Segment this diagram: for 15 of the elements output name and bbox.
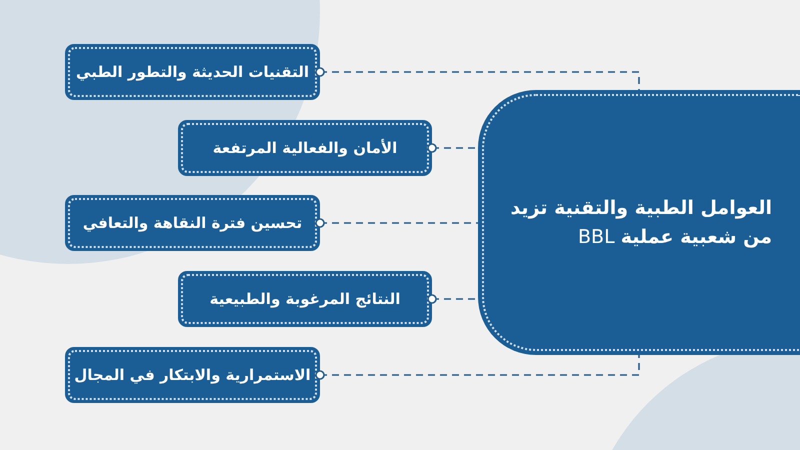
connector (315, 355, 640, 380)
item-label: النتائج المرغوبة والطبيعية (210, 290, 400, 308)
item-label: تحسين فترة النقاهة والتعافي (82, 214, 302, 232)
connector (315, 67, 640, 90)
topic-box (178, 120, 432, 176)
central-box (478, 90, 800, 355)
topic-box (65, 44, 320, 100)
item-label: التقنيات الحديثة والتطور الطبي (76, 63, 309, 81)
topic-box (65, 195, 320, 251)
topic-box (178, 271, 432, 327)
connector (315, 218, 478, 228)
item-label: الأمان والفعالية المرتفعة (212, 139, 398, 157)
topic-box (65, 347, 320, 403)
item-label: الاستمرارية والابتكار في المجال (74, 366, 311, 384)
connector (427, 143, 478, 153)
